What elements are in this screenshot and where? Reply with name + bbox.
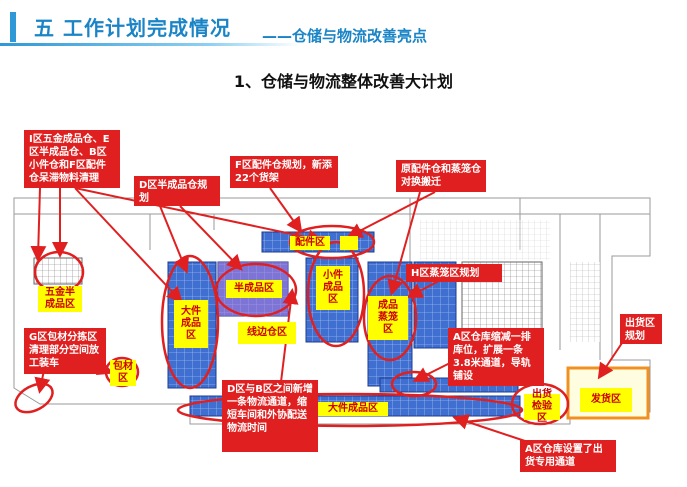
note-swap-relocate: 原配件仓和蒸笼仓对换搬迁 — [396, 160, 486, 192]
header-underline — [0, 43, 300, 46]
zone-small-pieces: 小件成品区 — [316, 266, 350, 310]
zone-finished-cage: 成品蒸笼区 — [368, 296, 408, 340]
note-f-parts-plan: F区配件仓规划，新添22个货架 — [230, 156, 338, 188]
note-h-cage-plan: H区蒸笼区规划 — [406, 264, 502, 282]
section-title: 五 工作计划完成情况 — [34, 16, 231, 40]
zone-distribution: 配件区 — [290, 236, 330, 250]
note-new-channel: D区与B区之间新增一条物流通道，缩短车间和外协配送物流时间 — [222, 380, 318, 452]
zone-edge-warehouse: 线边仓区 — [238, 322, 296, 344]
slide-main-title: 1、仓储与物流整体改善大计划 — [233, 72, 454, 91]
zone-shipping: 发货区 — [580, 388, 632, 412]
zone-large-pieces: 大件成品区 — [174, 300, 208, 348]
zone-hardware-semi: 五金半成品区 — [38, 286, 82, 312]
top-right-racks — [420, 220, 550, 260]
zone-distribution-marker — [340, 236, 358, 250]
header-accent-bar — [10, 12, 16, 42]
zone-semi-finished: 半成品区 — [226, 280, 282, 298]
rack-hardware-grid — [33, 257, 83, 285]
annotation-arrows — [30, 187, 625, 449]
note-g-packaging: G区包材分拣区清理部分空间放工装车 — [24, 328, 106, 374]
note-d-semi-plan: D区半成品仓规划 — [134, 176, 220, 206]
note-shipping-plan: 出货区规划 — [620, 314, 662, 344]
note-a-shipping-channel: A区仓库设置了出货专用通道 — [520, 440, 616, 472]
note-clean-stagnant: I区五金成品仓、E区半成品仓、B区小件仓和F区配件仓呆滞物料清理 — [24, 130, 120, 188]
note-a-reduce-row: A区仓库缩减一排库位，扩展一条3.8米通道，导轨铺设 — [448, 328, 544, 386]
section-subtitle: ——仓储与物流改善亮点 — [262, 27, 428, 45]
zone-outbound-check: 出货检验区 — [524, 389, 560, 424]
zone-packaging: 包材区 — [110, 360, 136, 386]
stair-area — [570, 262, 600, 342]
zone-large-finished-long: 大件成品区 — [318, 402, 388, 416]
